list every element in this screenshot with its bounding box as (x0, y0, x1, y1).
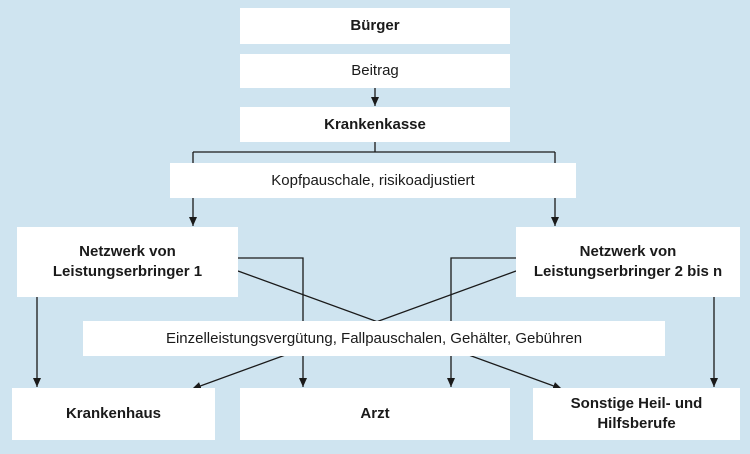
node-arzt: Arzt (240, 388, 510, 440)
node-arzt-label: Arzt (360, 405, 390, 422)
node-beitrag-label: Beitrag (351, 62, 399, 79)
node-netzwerk-1: Netzwerk von Leistungserbringer 1 (17, 227, 238, 297)
node-buerger: Bürger (240, 8, 510, 44)
node-buerger-label: Bürger (350, 17, 400, 34)
node-netzwerk-1-line-2: Leistungserbringer 1 (52, 263, 203, 280)
node-netzwerk-2-line-1: Netzwerk von (579, 243, 677, 260)
node-netzwerk-1-line-1: Netzwerk von (79, 243, 176, 260)
node-krankenhaus-label: Krankenhaus (65, 405, 162, 422)
node-netzwerk-2-line-2: Leistungserbringer 2 bis n (533, 263, 723, 280)
node-sonstige-line-2: Hilfsberufe (597, 415, 676, 432)
node-sonstige-line-1: Sonstige Heil- und (570, 395, 703, 412)
node-netzwerk-2: Netzwerk von Leistungserbringer 2 bis n (516, 227, 740, 297)
node-verguetung-label: Einzelleistungsvergütung, Fallpauschalen… (165, 329, 583, 347)
node-krankenkasse: Krankenkasse (240, 107, 510, 142)
node-kopfpauschale-label: Kopfpauschale, risikoadjustiert (271, 171, 475, 189)
node-sonstige: Sonstige Heil- und Hilfsberufe (533, 388, 740, 440)
node-beitrag: Beitrag (240, 54, 510, 88)
node-verguetung: Einzelleistungsvergütung, Fallpauschalen… (83, 321, 665, 356)
node-kopfpauschale: Kopfpauschale, risikoadjustiert (170, 163, 576, 198)
node-krankenkasse-label: Krankenkasse (324, 115, 426, 133)
node-krankenhaus: Krankenhaus (12, 388, 215, 440)
